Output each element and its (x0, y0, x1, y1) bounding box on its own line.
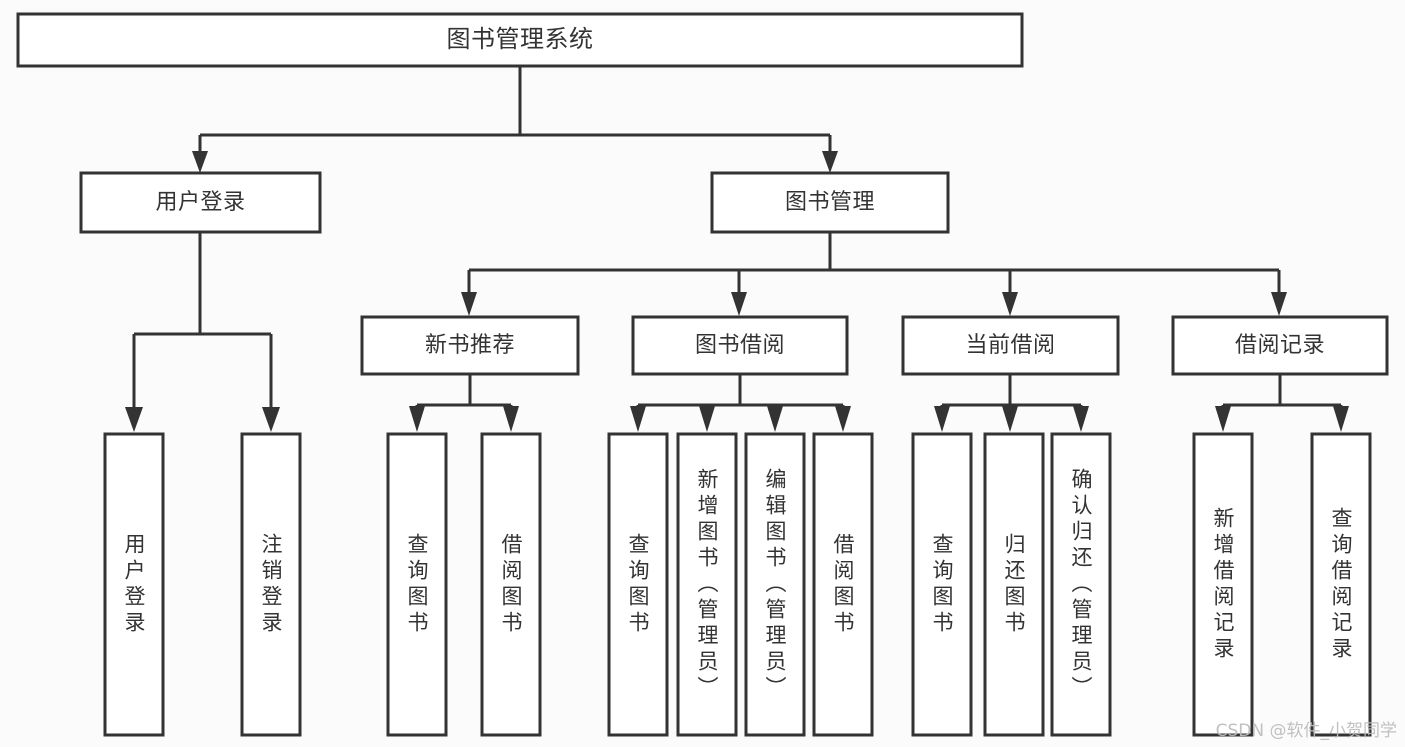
node-box-leaf-borrow-book-2[interactable] (812, 432, 874, 737)
node-box-leaf-query-record[interactable] (1310, 432, 1372, 737)
node-box-new-book-rec[interactable] (360, 315, 580, 376)
node-box-leaf-return-book[interactable] (983, 432, 1045, 737)
arrow-borrow-record-to-leaf-add-record (1215, 406, 1231, 432)
connector-borrow-record-bus (1221, 374, 1343, 412)
csdn-watermark: CSDN @软件_小贺同学 (1215, 721, 1397, 741)
arrow-book-borrow-to-leaf-edit-book (767, 406, 783, 432)
arrow-new-book-rec-to-leaf-borrow-book-1 (503, 406, 519, 432)
arrow-user-login-to-leaf-user-login (125, 407, 143, 432)
arrow-book-manage-to-current-borrow (1002, 292, 1018, 316)
arrow-borrow-record-to-leaf-query-record (1333, 406, 1349, 432)
connector-user-login-bus (132, 232, 273, 410)
arrow-user-login-to-leaf-logout (262, 407, 280, 432)
node-box-leaf-add-book[interactable] (676, 432, 738, 737)
node-box-book-borrow[interactable] (631, 315, 849, 376)
arrow-book-manage-to-book-borrow (731, 292, 747, 316)
node-box-root[interactable] (16, 12, 1024, 68)
node-box-book-manage[interactable] (710, 171, 950, 234)
arrow-book-borrow-to-leaf-add-book (699, 406, 715, 432)
node-box-leaf-query-book-2[interactable] (607, 432, 669, 737)
arrow-book-manage-to-new-book-rec (461, 292, 477, 316)
node-box-leaf-logout[interactable] (240, 432, 302, 737)
connector-root-bus (198, 66, 832, 160)
node-box-leaf-confirm-return[interactable] (1050, 432, 1112, 737)
arrow-root-to-book-manage (822, 151, 838, 173)
node-box-user-login[interactable] (79, 171, 322, 234)
arrow-current-borrow-to-leaf-confirm-return (1073, 406, 1089, 432)
arrow-root-to-user-login (192, 151, 208, 173)
connector-new-book-rec-bus (415, 374, 513, 412)
arrow-current-borrow-to-leaf-return-book (1002, 406, 1018, 432)
arrow-new-book-rec-to-leaf-query-book-1 (409, 406, 425, 432)
arrow-book-borrow-to-leaf-query-book-2 (630, 406, 646, 432)
node-box-leaf-add-record[interactable] (1192, 432, 1254, 737)
node-box-current-borrow[interactable] (901, 315, 1120, 376)
connector-book-borrow-bus (636, 374, 845, 412)
node-box-borrow-record[interactable] (1171, 315, 1389, 376)
node-box-leaf-borrow-book-1[interactable] (480, 432, 542, 737)
arrow-book-manage-to-borrow-record (1271, 292, 1287, 316)
node-box-leaf-user-login[interactable] (103, 432, 165, 737)
node-box-leaf-query-book-3[interactable] (911, 432, 973, 737)
node-box-leaf-query-book-1[interactable] (386, 432, 448, 737)
arrow-current-borrow-to-leaf-query-book-3 (934, 406, 950, 432)
connector-book-manage-bus (467, 232, 1281, 295)
arrow-book-borrow-to-leaf-borrow-book-2 (835, 406, 851, 432)
node-box-leaf-edit-book[interactable] (744, 432, 806, 737)
